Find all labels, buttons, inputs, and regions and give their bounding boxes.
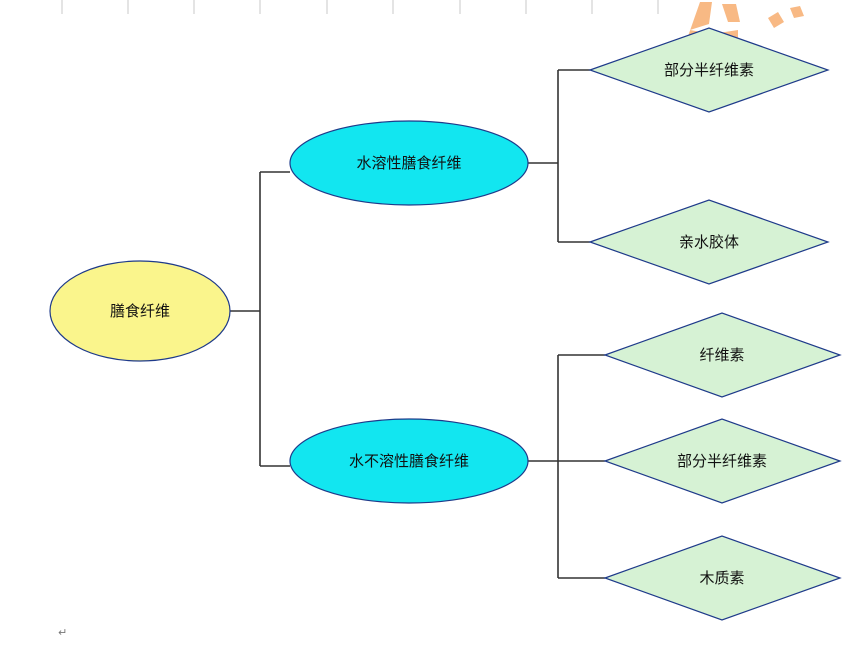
leaf-diamond-1-1 xyxy=(588,27,830,113)
connectors xyxy=(230,69,605,579)
category-ellipse-1 xyxy=(289,120,529,206)
category-label-1: 水溶性膳食纤维 xyxy=(356,154,461,172)
watermark-stroke-2 xyxy=(722,4,740,22)
leaf-node-1-2: 亲水胶体 xyxy=(588,199,830,285)
leaf-diamond-2-2 xyxy=(603,418,842,504)
watermark-stroke-4 xyxy=(790,6,804,18)
leaf-diamond-2-3 xyxy=(603,535,842,621)
top-ruler xyxy=(61,0,659,14)
root-ellipse xyxy=(49,260,231,362)
leaf-diamond-1-2 xyxy=(588,199,830,285)
watermark-stroke-3 xyxy=(768,12,784,28)
root-node: 膳食纤维 xyxy=(49,260,231,362)
leaf-node-2-3: 木质素 xyxy=(603,535,842,621)
paragraph-mark: ↵ xyxy=(58,626,67,639)
leaf-node-2-2: 部分半纤维素 xyxy=(603,418,842,504)
leaf-label-2-3: 木质素 xyxy=(699,569,744,587)
leaf-label-2-2: 部分半纤维素 xyxy=(677,452,767,470)
leaf-node-2-1: 纤维素 xyxy=(603,312,842,398)
leaf-label-2-1: 纤维素 xyxy=(699,346,744,364)
category-ellipse-2 xyxy=(289,418,529,504)
category-label-2: 水不溶性膳食纤维 xyxy=(349,452,469,470)
leaf-node-1-1: 部分半纤维素 xyxy=(588,27,830,113)
leaf-label-1-2: 亲水胶体 xyxy=(679,233,739,251)
leaf-label-1-1: 部分半纤维素 xyxy=(664,61,754,79)
leaf-diamond-2-1 xyxy=(603,312,842,398)
root-label: 膳食纤维 xyxy=(110,302,170,320)
category-node-1: 水溶性膳食纤维 xyxy=(289,120,529,206)
category-node-2: 水不溶性膳食纤维 xyxy=(289,418,529,504)
